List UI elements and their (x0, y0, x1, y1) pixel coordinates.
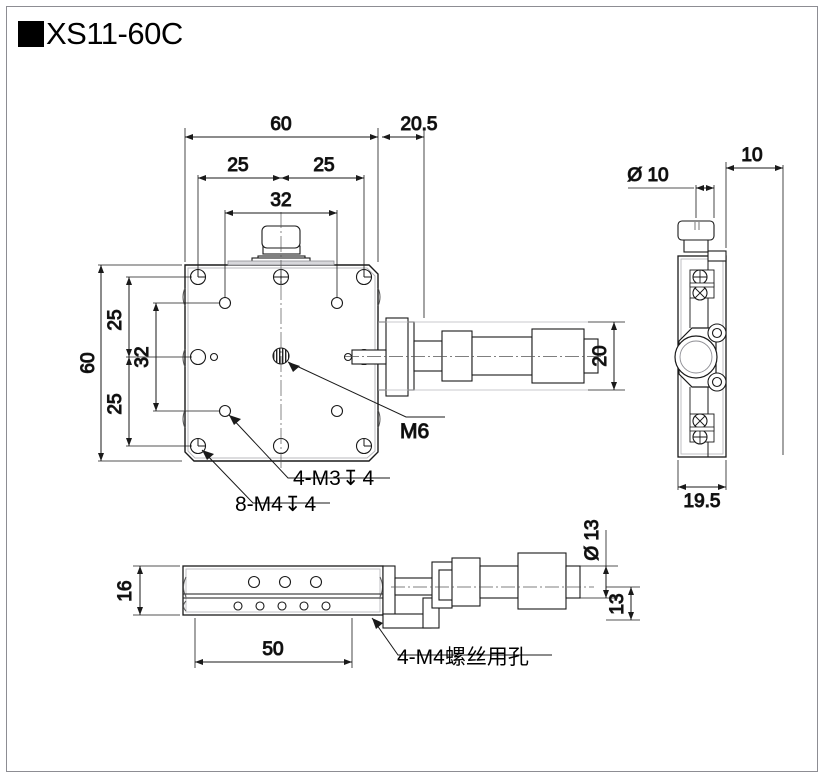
right-side-view-dimensions: Ø 10 10 19.5 (627, 144, 784, 513)
callout-4-m3-depth: 4 (362, 467, 374, 490)
dim-right-25: 25 (313, 155, 334, 176)
callout-text-group: 4-M3↧4 8-M4↧4 4-M4螺丝用孔 (235, 467, 529, 669)
dim-micrometer-length-20-5: 20.5 (401, 114, 438, 135)
callout-4-m3-label: 4-M3 (293, 467, 341, 490)
top-view-dimensions: 60 20.5 25 25 32 60 (77, 113, 625, 462)
callout-8-m4: 8-M4↧4 (235, 493, 316, 516)
dim-knob-diameter-10: Ø 10 (627, 165, 668, 186)
top-view-plate (182, 212, 608, 470)
dim-vertical-32: 32 (132, 346, 153, 367)
right-side-view (674, 220, 727, 458)
dim-bottom-25: 25 (105, 393, 126, 414)
dim-height-60: 60 (78, 352, 99, 373)
dim-front-height-16: 16 (115, 580, 136, 601)
front-view-micrometer (391, 552, 594, 610)
depth-symbol-m4: ↧ (284, 493, 302, 516)
dim-body-height-20: 20 (590, 345, 611, 366)
dim-knob-offset-10: 10 (741, 145, 762, 166)
dim-axis-height-13: 13 (607, 593, 628, 614)
callout-m6: M6 (400, 420, 429, 443)
depth-symbol-m3: ↧ (342, 467, 360, 490)
dim-top-25: 25 (105, 309, 126, 330)
title-square-marker (18, 20, 44, 47)
callout-4-m3: 4-M3↧4 (293, 467, 374, 490)
dim-top-width-60: 60 (270, 114, 291, 135)
callout-8-m4-label: 8-M4 (235, 493, 283, 516)
title-block: XS11-60C (18, 18, 183, 49)
top-view-callouts: M6 (201, 361, 445, 504)
front-bottom-view-dimensions: 16 50 Ø 13 13 (114, 519, 640, 668)
dim-side-width-19-5: 19.5 (684, 491, 721, 512)
dim-spindle-diameter-13: Ø 13 (582, 519, 603, 560)
dim-inner-32: 32 (270, 190, 291, 211)
callout-4-m4-screw-holes: 4-M4螺丝用孔 (397, 646, 529, 669)
top-view-micrometer (345, 317, 608, 397)
callout-8-m4-depth: 4 (304, 493, 316, 516)
dim-front-length-50: 50 (262, 639, 283, 660)
page-title: XS11-60C (46, 16, 183, 51)
front-bottom-view (182, 552, 594, 629)
dim-left-25: 25 (227, 155, 248, 176)
